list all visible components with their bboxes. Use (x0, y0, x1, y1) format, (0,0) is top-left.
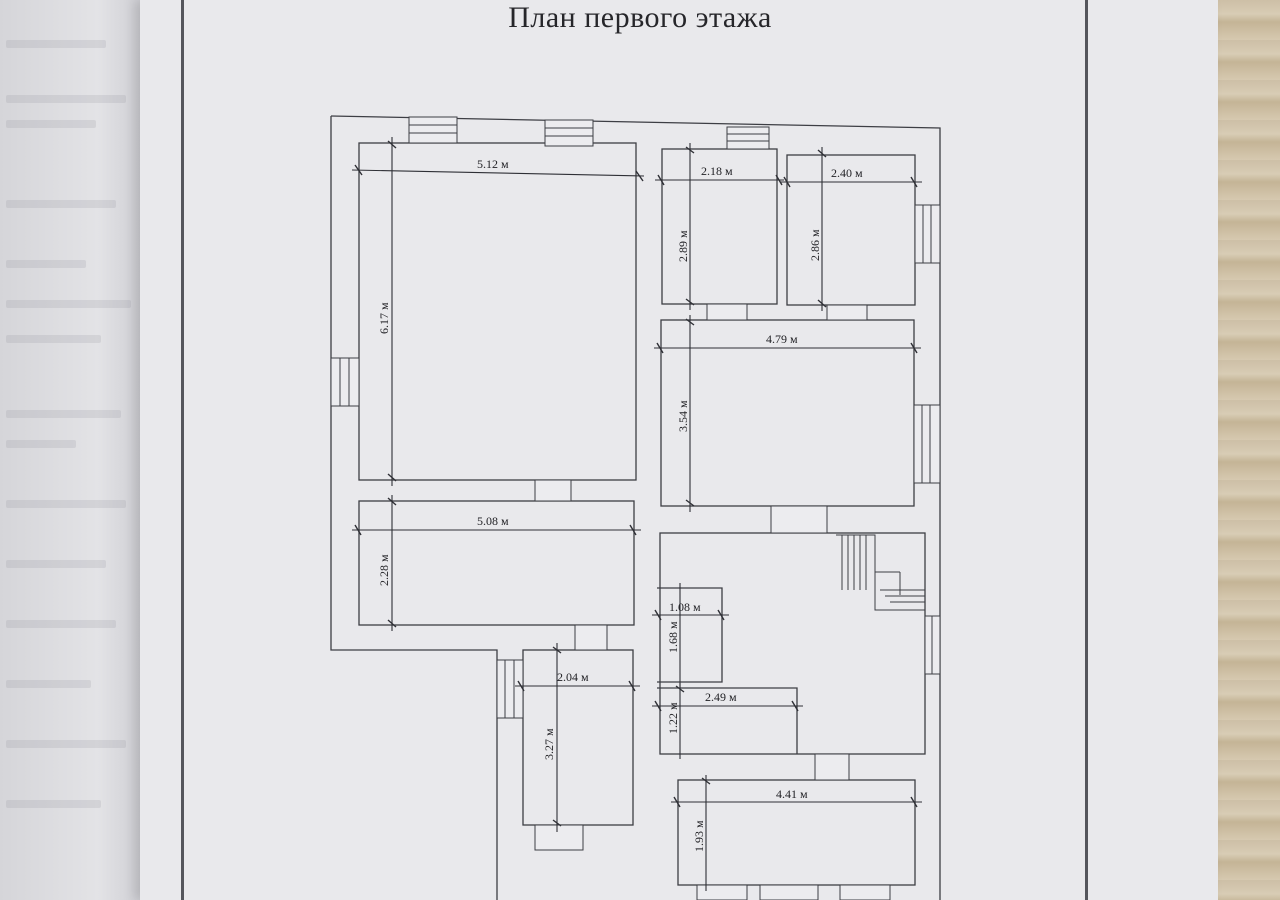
doorways (534, 303, 868, 900)
window (408, 116, 458, 144)
room-5-height-label: 2.28 м (377, 554, 391, 586)
room-9-height-label: 1.93 м (692, 820, 706, 852)
window (696, 884, 748, 900)
windows (330, 116, 941, 900)
room-9-width-label: 4.41 м (776, 787, 808, 801)
room-2-width-label: 2.18 м (701, 164, 733, 178)
room-2-height-label: 2.89 м (676, 230, 690, 262)
adjacent-page (0, 0, 140, 900)
hall-outline (659, 532, 926, 755)
plan-title: План первого этажа (508, 1, 772, 34)
frame-border-left (181, 0, 184, 900)
room-4-width-label: 4.79 м (766, 332, 798, 346)
frame-border-right (1085, 0, 1088, 900)
room-6-outline (657, 587, 723, 683)
window (914, 204, 941, 264)
room-6-width-label: 1.08 м (669, 600, 701, 614)
room-4-height-label: 3.54 м (676, 400, 690, 432)
window (330, 357, 360, 407)
room-1-width-label: 5.12 м (477, 157, 509, 171)
staircase (836, 534, 925, 611)
room-1-height-label: 6.17 м (377, 302, 391, 334)
dimension-lines (351, 137, 922, 891)
window (544, 119, 594, 147)
window (726, 126, 770, 150)
paper-sheet (140, 0, 1218, 900)
window (913, 404, 941, 484)
room-8-height-label: 3.27 м (542, 728, 556, 760)
room-5-outline (358, 500, 635, 626)
window (839, 884, 891, 900)
room-1-outline (358, 142, 637, 481)
room-5-width-label: 5.08 м (477, 514, 509, 528)
window (924, 615, 941, 675)
room-6-height-label: 1.68 м (666, 621, 680, 653)
room-3-height-label: 2.86 м (808, 229, 822, 261)
dimension-labels: 5.12 м 6.17 м 2.18 м 2.89 м 2.40 м 2.86 … (377, 157, 863, 852)
wooden-surface (1210, 0, 1280, 900)
room-7-height-label: 1.22 м (666, 702, 680, 734)
room-7-outline (657, 687, 798, 754)
window (496, 659, 524, 719)
room-8-width-label: 2.04 м (557, 670, 589, 684)
room-3-width-label: 2.40 м (831, 166, 863, 180)
room-7-width-label: 2.49 м (705, 690, 737, 704)
